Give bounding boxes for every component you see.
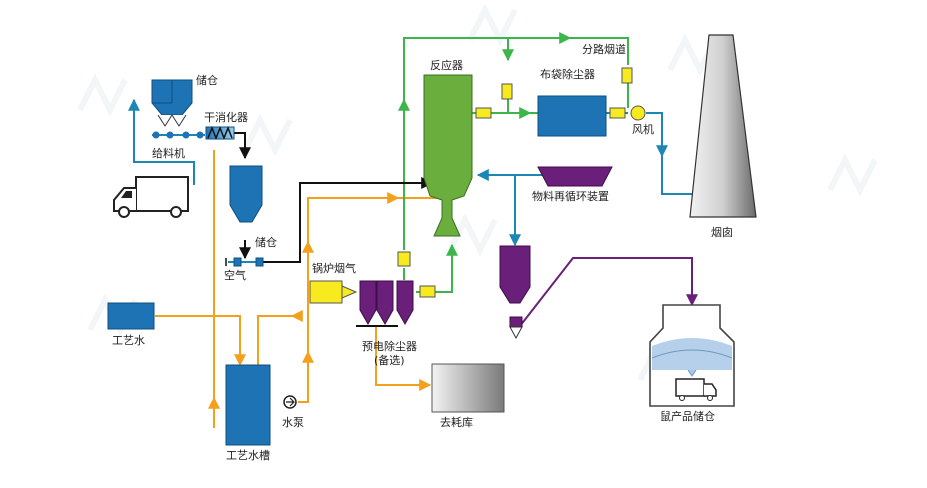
baghouse-label: 布袋除尘器 — [540, 67, 595, 81]
slaker-label: 干消化器 — [204, 110, 248, 124]
water-tank — [225, 364, 271, 446]
lime-lines — [232, 132, 434, 263]
dampers — [397, 67, 633, 298]
product-silo — [499, 245, 531, 340]
esp-to-reactor — [416, 243, 458, 293]
product-silo-label: 鼠产品储仓 — [660, 409, 715, 423]
truck-to-feeder — [128, 98, 195, 185]
truck-small-icon — [675, 378, 717, 401]
chimney-label: 烟囱 — [711, 225, 733, 239]
pump-label: 水泵 — [282, 416, 304, 429]
blue-lines — [128, 98, 706, 263]
process-water-line — [155, 315, 246, 367]
boiler-flue-label: 锅炉烟气 — [312, 261, 356, 275]
to-ash-line — [375, 325, 432, 391]
bypass-label: 分路烟道 — [582, 42, 626, 56]
water-lines — [155, 150, 438, 428]
chimney — [689, 34, 757, 218]
storage-silo-mid — [229, 165, 263, 223]
baghouse — [537, 95, 607, 137]
product-line — [519, 257, 698, 327]
bypass-line — [403, 37, 629, 250]
pump-icon — [283, 395, 297, 409]
watermark — [77, 3, 878, 387]
fan-label: 风机 — [632, 122, 654, 136]
storage-mid-label: 储仓 — [255, 235, 277, 249]
process-water-box — [107, 302, 155, 330]
fan-icon — [630, 105, 646, 121]
dry-slaker — [205, 125, 235, 141]
storage-top-label: 储仓 — [196, 73, 218, 87]
to-ash-label: 去耗库 — [440, 416, 473, 429]
process-water-label: 工艺水 — [112, 334, 145, 347]
product-storage — [649, 304, 735, 407]
reactor — [423, 74, 473, 237]
pre-esp — [356, 280, 414, 327]
recirc-label: 物料再循环装置 — [532, 189, 609, 203]
tank-return-line — [257, 315, 300, 365]
pump-line — [298, 197, 438, 403]
recirc-device — [537, 166, 613, 187]
ash-bin — [431, 363, 505, 413]
reactor-label: 反应器 — [430, 58, 463, 72]
air-label: 空气 — [224, 268, 246, 282]
feeder — [152, 131, 204, 139]
pre-esp-optional-label: (备选) — [374, 353, 405, 367]
storage-silo-top — [151, 79, 193, 127]
boiler-flue-box — [309, 280, 358, 304]
water-tank-label: 工艺水槽 — [226, 449, 270, 462]
air-valves — [225, 257, 264, 267]
feeder-label: 给料机 — [152, 146, 185, 160]
pre-esp-label: 预电除尘器 — [362, 339, 417, 353]
truck-icon — [113, 176, 189, 218]
